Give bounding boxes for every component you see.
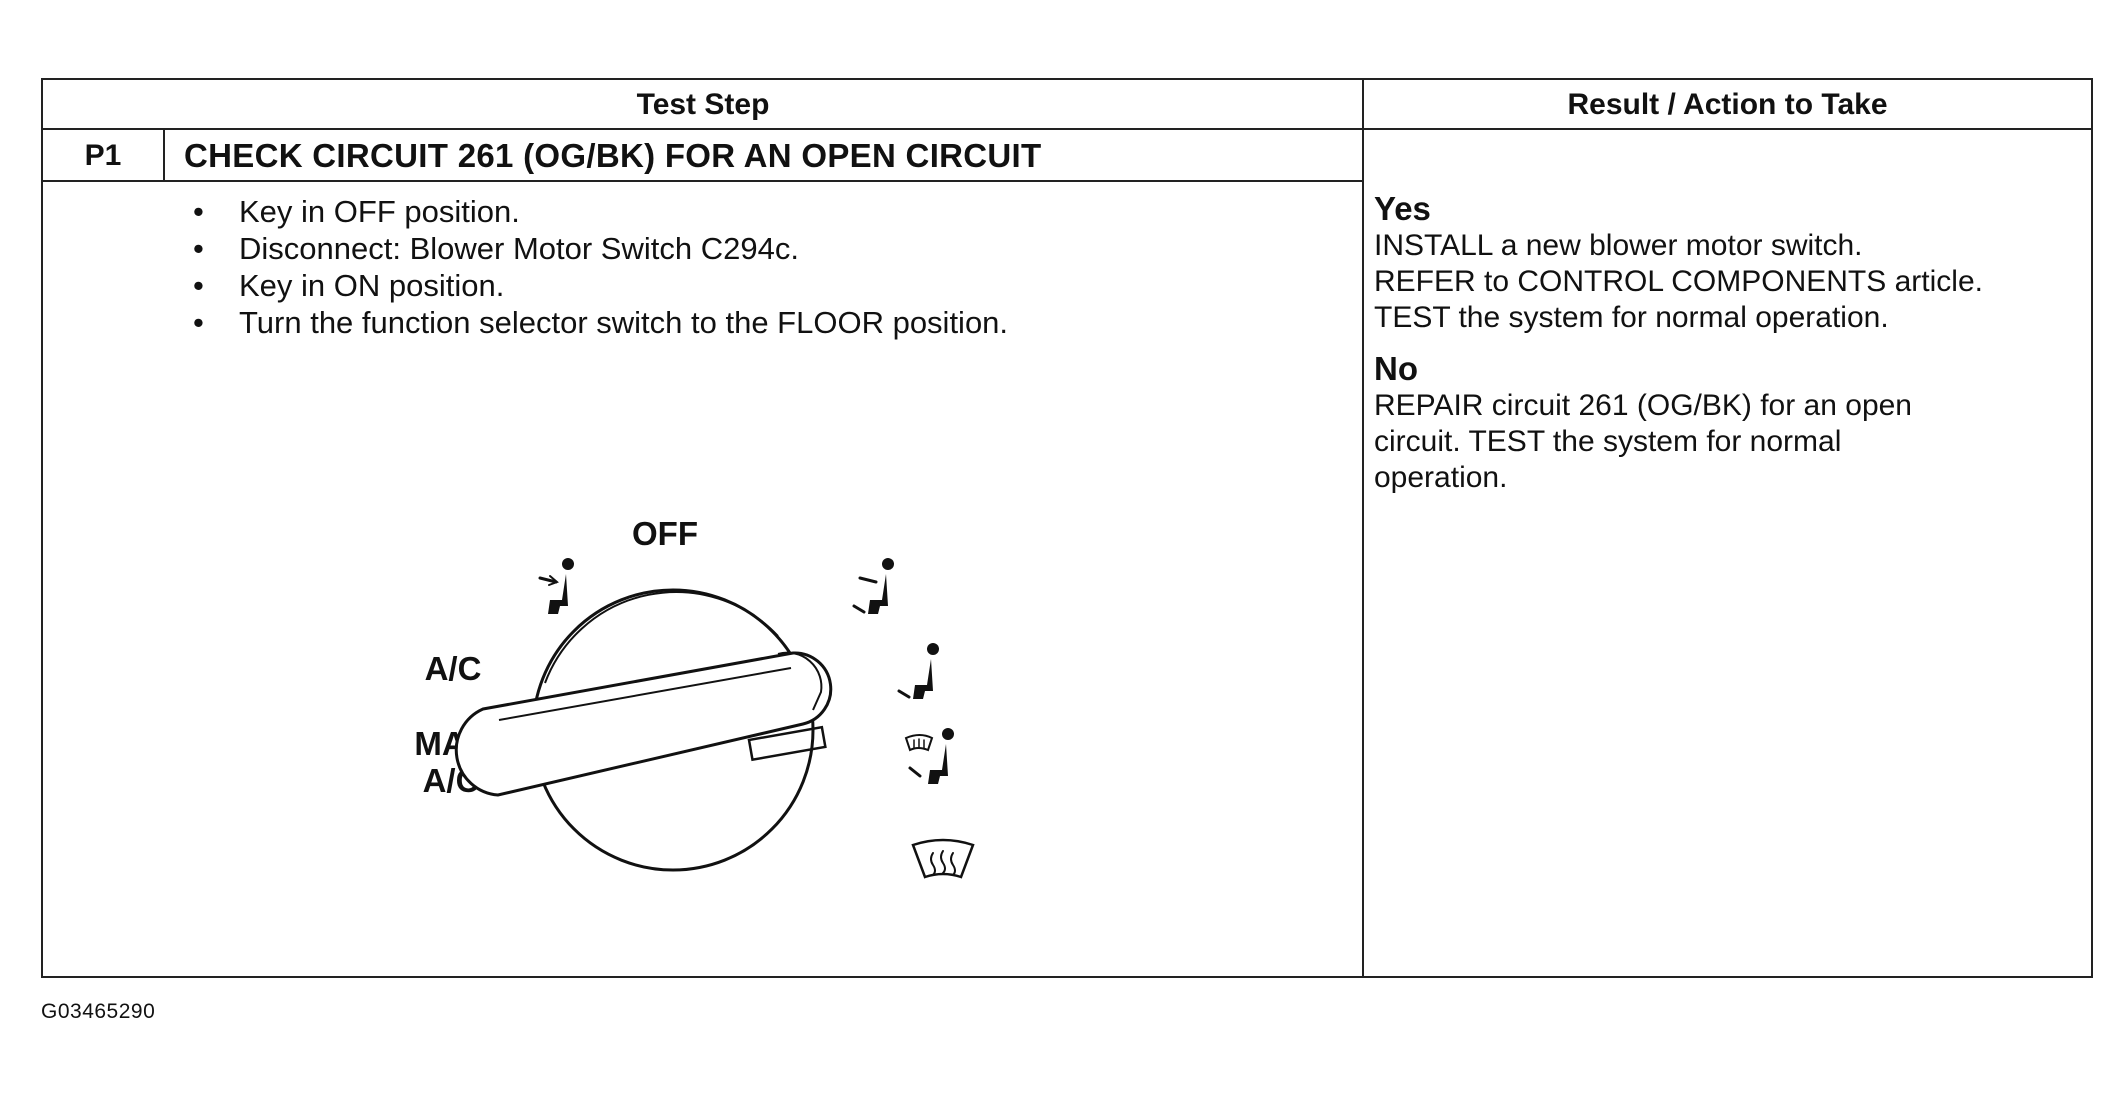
result-no-line: operation. — [1374, 461, 1508, 494]
step-title-divider — [43, 180, 1363, 182]
step-instruction: Turn the function selector switch to the… — [183, 304, 1008, 341]
selector-handle-bevel — [498, 667, 792, 721]
function-selector-dial: OFF A/C MAX A/C — [414, 515, 975, 879]
result-yes-heading: Yes — [1374, 190, 1431, 227]
header-divider — [43, 128, 2091, 130]
panel-vent-icon — [538, 558, 574, 614]
dial-rim-shadow — [544, 591, 779, 684]
step-id-divider — [163, 128, 165, 182]
selector-handle — [454, 651, 833, 797]
header-result-action: Result / Action to Take — [1567, 88, 1888, 121]
result-yes-line: TEST the system for normal operation. — [1374, 301, 1889, 334]
column-divider — [1362, 80, 1364, 976]
floor-defrost-icon — [904, 728, 954, 784]
floor-icon — [897, 643, 939, 699]
step-instruction: Key in OFF position. — [183, 193, 1008, 230]
test-step-table: Test Step Result / Action to Take P1 CHE… — [41, 78, 2093, 978]
header-test-step: Test Step — [636, 88, 770, 121]
result-no-heading: No — [1374, 350, 1418, 387]
result-no-line: circuit. TEST the system for normal — [1374, 425, 1842, 458]
selector-handle-end — [777, 651, 823, 711]
defrost-icon — [911, 838, 975, 879]
dial-label-ac: A/C — [425, 650, 482, 687]
step-instructions: Key in OFF position. Disconnect: Blower … — [183, 193, 1008, 341]
result-yes-line: REFER to CONTROL COMPONENTS article. — [1374, 265, 1983, 298]
step-title: CHECK CIRCUIT 261 (OG/BK) FOR AN OPEN CI… — [184, 137, 1042, 174]
panel-floor-icon — [852, 558, 894, 614]
dial-label-off: OFF — [632, 515, 698, 552]
figure-code: G03465290 — [41, 1000, 156, 1023]
step-instruction: Key in ON position. — [183, 267, 1008, 304]
result-column: Yes INSTALL a new blower motor switch. R… — [1374, 190, 2124, 496]
step-id: P1 — [84, 139, 122, 172]
result-yes-line: INSTALL a new blower motor switch. — [1374, 229, 1863, 262]
result-no-line: REPAIR circuit 261 (OG/BK) for an open — [1374, 389, 1912, 422]
step-instruction: Disconnect: Blower Motor Switch C294c. — [183, 230, 1008, 267]
selector-pointer-window — [747, 725, 827, 762]
